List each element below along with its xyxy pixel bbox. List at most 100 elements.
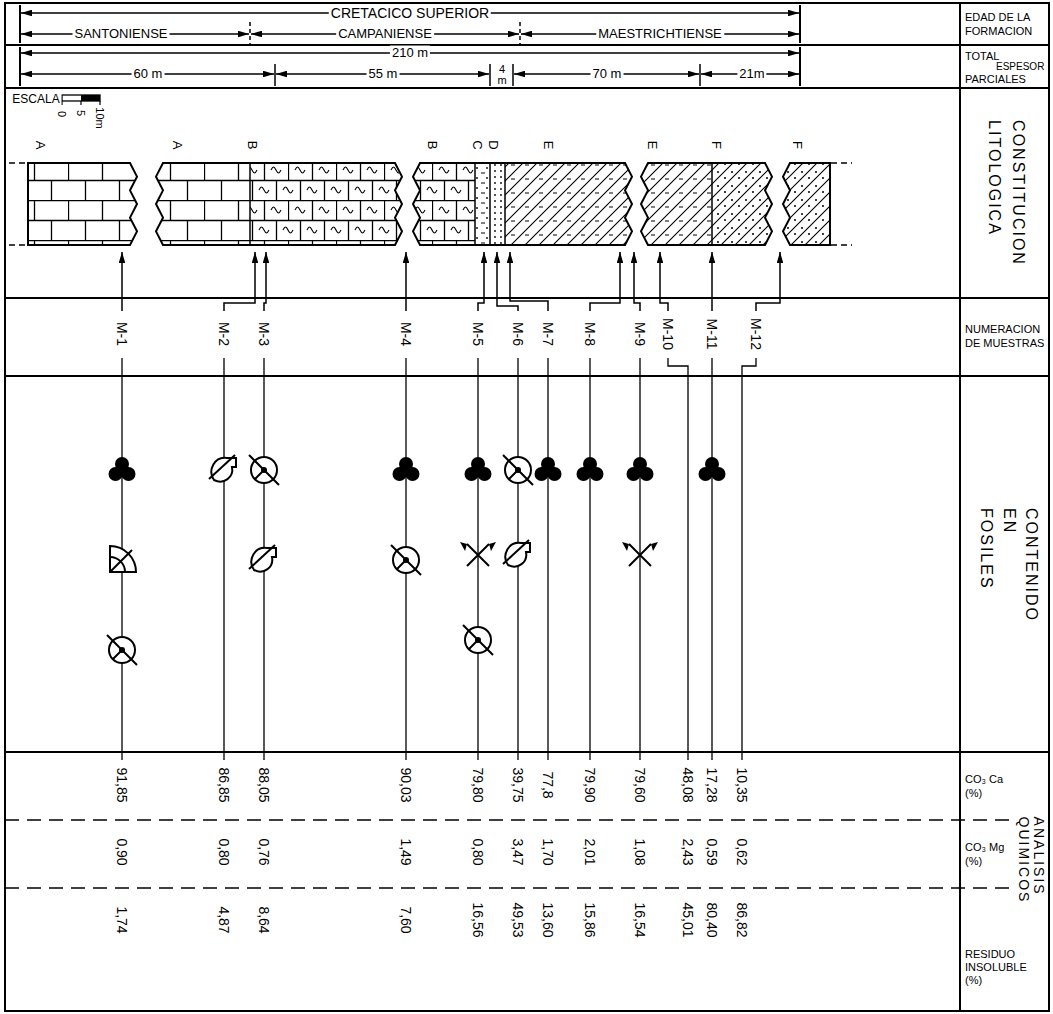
chem-value: 1,49 [398, 836, 414, 867]
lithology-letter: A [33, 139, 47, 152]
sample-number: M-12 [748, 316, 764, 352]
sample-number: M-2 [216, 320, 232, 348]
lithology-letter: C [470, 138, 484, 151]
chem-value: 7,60 [398, 904, 414, 935]
rule-line [80, 101, 81, 105]
fossil-symbol [622, 542, 658, 566]
chem-value: 1,08 [632, 836, 648, 867]
chem-value: 13,60 [540, 900, 556, 939]
sample-arrow [590, 252, 620, 311]
leader-line [639, 358, 640, 760]
sample-number: M-9 [632, 320, 648, 348]
sample-arrow [478, 252, 484, 311]
lithology-outline [156, 163, 402, 245]
fossil-symbol [107, 635, 137, 665]
stage-label: SANTONIENSE [73, 27, 170, 42]
rule-line [19, 47, 21, 86]
rule-line [959, 3, 961, 1011]
rule-line [5, 887, 1010, 889]
chem-value: 86,85 [216, 765, 232, 804]
header-label: ANALISIS QUIMICOS [1016, 815, 1047, 906]
lithology-letter: B [245, 139, 259, 152]
thickness-total: 210 m [390, 46, 430, 61]
lithology-letter: F [709, 139, 723, 151]
lithology-block [150, 153, 410, 255]
sample-arrow [510, 252, 548, 311]
chem-value: 88,05 [256, 765, 272, 804]
lithology-block [405, 153, 640, 255]
chem-value: 0,80 [216, 836, 232, 867]
lithology-block [20, 153, 140, 255]
fossil-symbol [535, 457, 562, 481]
header-label: ESPESOR [996, 61, 1044, 73]
fossil-symbol [463, 625, 493, 655]
fossil-symbol [503, 455, 533, 485]
chem-value: 10,35 [734, 765, 750, 804]
chem-value: 77,8 [540, 769, 556, 800]
sample-number: M-4 [398, 320, 414, 348]
fossil-symbol [699, 457, 726, 481]
rule-line [9, 162, 27, 164]
sample-arrow [660, 252, 668, 311]
header-label: TOTAL [965, 50, 999, 63]
scale-bar [62, 95, 100, 101]
chem-value: 17,28 [704, 765, 720, 804]
rule-line [274, 64, 276, 86]
lithology-letter: B [425, 139, 439, 152]
chem-value: 1,70 [540, 836, 556, 867]
fossil-symbol [249, 455, 279, 485]
chem-value: 79,90 [582, 765, 598, 804]
chem-value: 91,85 [114, 765, 130, 804]
leader-line [547, 358, 548, 760]
rule-line [5, 44, 1049, 46]
rule-line [249, 22, 251, 45]
thickness-label: 55 m [367, 67, 400, 82]
fossil-symbol [393, 457, 420, 481]
chem-value: 3,47 [510, 836, 526, 867]
sample-arrow [224, 252, 255, 311]
chem-value: 79,60 [632, 765, 648, 804]
lithology-letter: A [170, 139, 184, 152]
sample-arrow [264, 252, 266, 311]
rule-line [5, 375, 1049, 377]
chem-value: 0,59 [704, 836, 720, 867]
thickness-label: 4 m [496, 64, 508, 86]
fossil-symbol [391, 545, 421, 575]
rule-line [831, 244, 852, 246]
sample-arrow [711, 252, 713, 311]
header-label: CO₃ Ca (%) [965, 772, 1009, 801]
rule-line [5, 87, 1049, 89]
lithology-letter: E [541, 139, 555, 152]
rule-line [519, 22, 521, 45]
rule-line [19, 5, 21, 43]
stage-label: MAESTRICHTIENSE [596, 27, 724, 42]
era-label: CRETACICO SUPERIOR [329, 5, 491, 21]
header-label: NUMERACION DE MUESTRAS [965, 322, 1047, 351]
sample-number: M-7 [540, 320, 556, 348]
fossil-symbol [465, 457, 492, 481]
chem-value: 86,82 [734, 900, 750, 939]
sample-arrow [634, 252, 640, 311]
chem-value: 2,01 [582, 836, 598, 867]
chem-value: 2,43 [680, 836, 696, 867]
chem-value: 0,62 [734, 836, 750, 867]
thickness-label: 60 m [132, 67, 165, 82]
fossil-symbol [110, 546, 136, 572]
chem-value: 0,90 [114, 836, 130, 867]
sample-number: M-11 [704, 317, 720, 352]
thickness-label: 21m [737, 67, 766, 82]
lithology-outline [641, 163, 772, 245]
chem-value: 49,53 [510, 900, 526, 939]
lithology-outline [783, 163, 830, 245]
scale-number: 5 [75, 108, 88, 118]
chem-value: 90,03 [398, 765, 414, 804]
chem-value: 1,74 [114, 904, 130, 935]
rule-line [799, 47, 801, 86]
rule-line [799, 5, 801, 43]
thickness-label: 70 m [591, 67, 624, 82]
fossil-symbol [577, 457, 604, 481]
sample-number: M-8 [582, 320, 598, 348]
lithology-letter: D [486, 138, 500, 151]
